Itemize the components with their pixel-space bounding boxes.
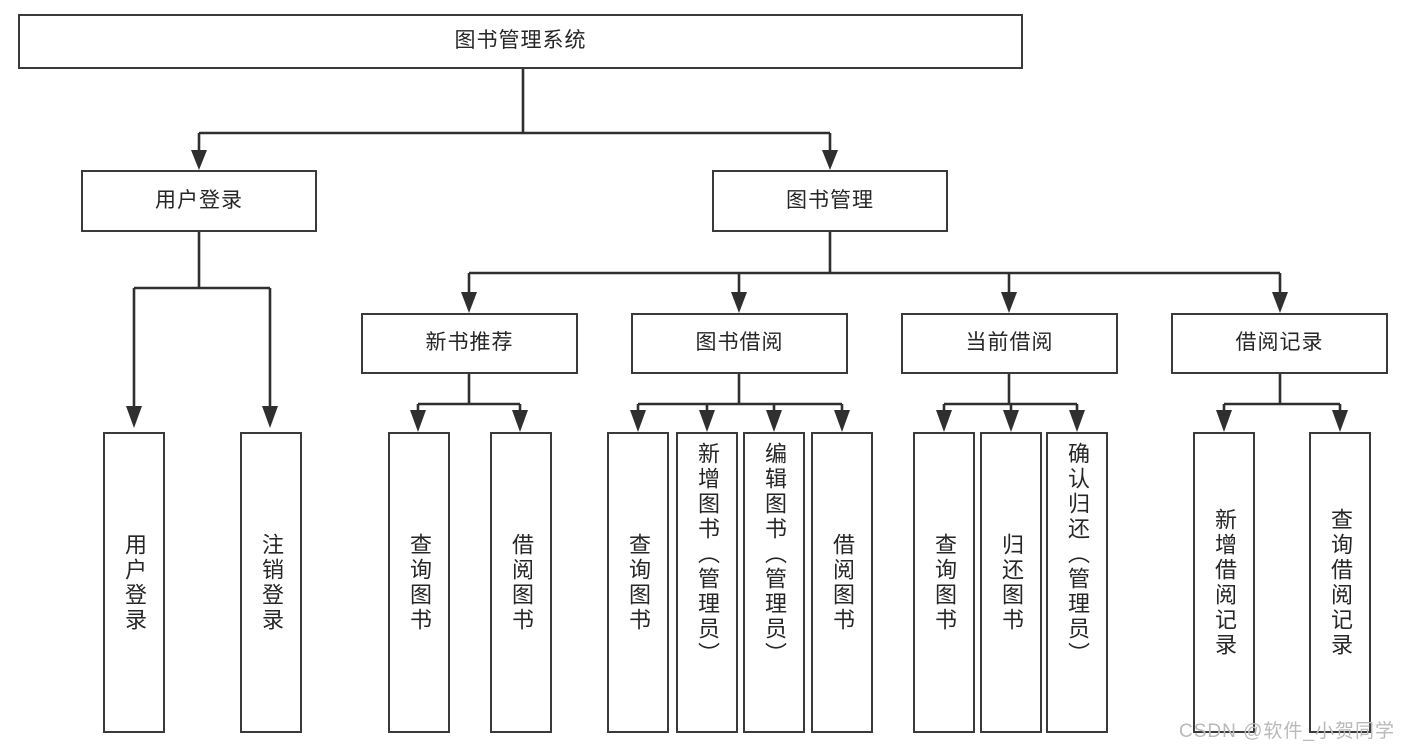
leaf-query-books-borrow[interactable]: 查询图书 — [607, 432, 669, 733]
leaf-query-books-borrow-label: 查询图书 — [626, 532, 651, 633]
leaf-query-books-new[interactable]: 查询图书 — [388, 432, 450, 733]
node-root-label: 图书管理系统 — [454, 29, 587, 53]
leaf-query-books-current-label: 查询图书 — [932, 532, 957, 633]
leaf-user-login-label: 用户登录 — [122, 532, 147, 633]
node-current-borrow-label: 当前借阅 — [965, 331, 1054, 355]
node-root[interactable]: 图书管理系统 — [18, 14, 1023, 69]
leaf-return-books-label: 归还图书 — [999, 532, 1024, 633]
leaf-confirm-return-admin-label: 确认归还（管理员） — [1065, 442, 1090, 667]
leaf-return-books[interactable]: 归还图书 — [980, 432, 1042, 733]
node-book-borrow[interactable]: 图书借阅 — [631, 313, 848, 374]
leaf-query-books-new-label: 查询图书 — [407, 532, 432, 633]
leaf-add-book-admin-label: 新增图书（管理员） — [695, 442, 720, 667]
node-new-book-recommend-label: 新书推荐 — [425, 331, 514, 355]
leaf-user-logout[interactable]: 注销登录 — [240, 432, 302, 733]
leaf-edit-book-admin[interactable]: 编辑图书（管理员） — [743, 432, 805, 733]
leaf-add-borrow-record-label: 新增借阅记录 — [1212, 507, 1237, 658]
node-book-management-label: 图书管理 — [786, 188, 874, 212]
node-book-management[interactable]: 图书管理 — [712, 170, 948, 232]
node-new-book-recommend[interactable]: 新书推荐 — [361, 313, 578, 374]
leaf-query-books-current[interactable]: 查询图书 — [913, 432, 975, 733]
leaf-edit-book-admin-label: 编辑图书（管理员） — [762, 442, 787, 667]
node-current-borrow[interactable]: 当前借阅 — [901, 313, 1118, 374]
node-user-login[interactable]: 用户登录 — [81, 170, 317, 232]
leaf-borrow-books-borrow-label: 借阅图书 — [830, 532, 855, 633]
leaf-user-login[interactable]: 用户登录 — [103, 432, 165, 733]
leaf-borrow-books-borrow[interactable]: 借阅图书 — [811, 432, 873, 733]
node-borrow-records[interactable]: 借阅记录 — [1171, 313, 1388, 374]
leaf-borrow-books-new[interactable]: 借阅图书 — [490, 432, 552, 733]
leaf-add-borrow-record[interactable]: 新增借阅记录 — [1193, 432, 1255, 733]
node-borrow-records-label: 借阅记录 — [1235, 331, 1324, 355]
leaf-add-book-admin[interactable]: 新增图书（管理员） — [676, 432, 738, 733]
node-book-borrow-label: 图书借阅 — [695, 331, 784, 355]
leaf-query-borrow-record[interactable]: 查询借阅记录 — [1309, 432, 1371, 733]
leaf-user-logout-label: 注销登录 — [259, 532, 284, 633]
leaf-query-borrow-record-label: 查询借阅记录 — [1328, 507, 1353, 658]
leaf-confirm-return-admin[interactable]: 确认归还（管理员） — [1046, 432, 1108, 733]
node-user-login-label: 用户登录 — [155, 188, 243, 212]
leaf-borrow-books-new-label: 借阅图书 — [509, 532, 534, 633]
